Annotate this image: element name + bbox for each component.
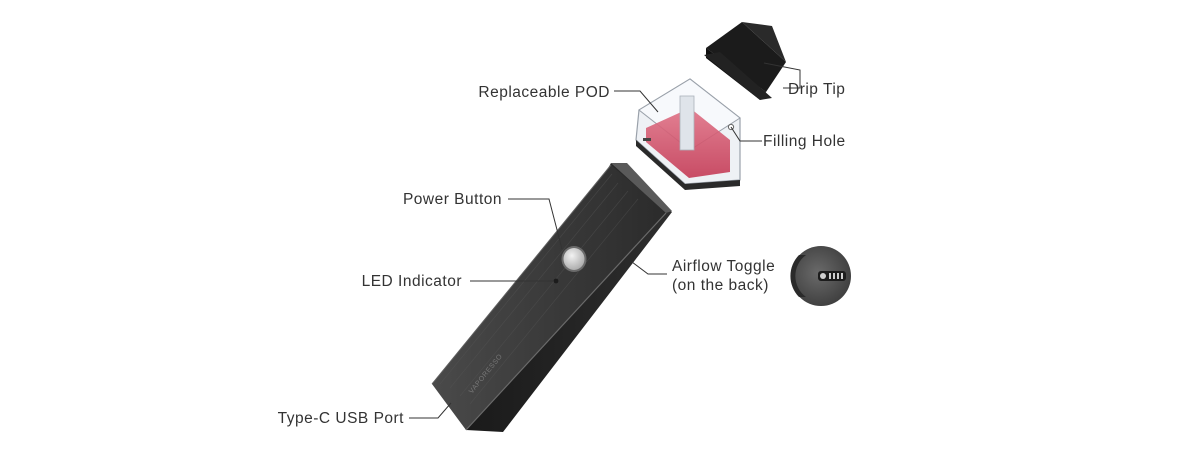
label-replaceable-pod: Replaceable POD <box>478 84 610 101</box>
leader-airflow-toggle <box>631 261 667 275</box>
leader-filling-hole <box>730 126 762 142</box>
device-body <box>431 163 672 432</box>
label-usb-port: Type-C USB Port <box>277 410 404 427</box>
label-airflow-toggle-line1: Airflow Toggle <box>672 258 776 275</box>
label-airflow-toggle-line2: (on the back) <box>672 277 769 294</box>
label-filling-hole: Filling Hole <box>763 133 846 150</box>
label-led-indicator: LED Indicator <box>361 273 462 290</box>
power-button-graphic <box>561 246 587 272</box>
replaceable-pod <box>635 78 741 190</box>
label-power-button: Power Button <box>402 191 502 208</box>
leader-lines <box>409 62 801 419</box>
label-airflow-toggle: Airflow Toggle (on the back) <box>672 257 775 295</box>
leader-replaceable-pod <box>614 90 659 113</box>
led-indicator-dot <box>553 278 559 284</box>
drip-tip <box>704 22 786 100</box>
label-drip-tip: Drip Tip <box>788 81 846 98</box>
airflow-toggle-inset <box>790 246 851 306</box>
leader-power-button <box>508 198 563 250</box>
leader-drip-tip <box>763 62 801 89</box>
leader-usb-port <box>409 402 452 419</box>
